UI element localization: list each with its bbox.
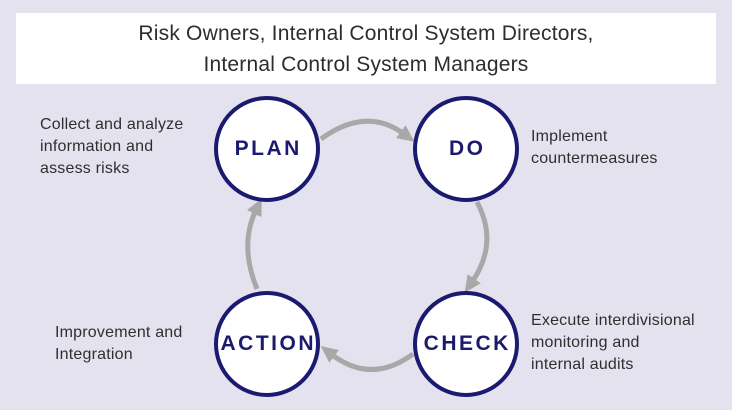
- node-check: CHECK: [413, 291, 519, 397]
- action-description: Improvement and Integration: [55, 324, 183, 363]
- header-box: Risk Owners, Internal Control System Dir…: [16, 13, 716, 84]
- plan-description: Collect and analyze information and asse…: [40, 116, 184, 177]
- arrow-do-to-check: [464, 200, 490, 293]
- header-title-line2: Internal Control System Managers: [203, 52, 529, 76]
- arrow-check-to-action: [320, 346, 415, 372]
- node-check-label: CHECK: [423, 332, 511, 355]
- node-plan-label: PLAN: [234, 137, 302, 160]
- arrow-action-to-plan: [245, 198, 262, 290]
- do-description: Implement countermeasures: [531, 128, 658, 167]
- node-plan: PLAN: [214, 96, 320, 202]
- node-action-label: ACTION: [220, 332, 316, 355]
- node-action: ACTION: [214, 291, 320, 397]
- check-description: Execute interdivisional monitoring and i…: [531, 312, 695, 373]
- node-do-label: DO: [449, 137, 486, 160]
- node-do: DO: [413, 96, 519, 202]
- arrow-plan-to-do: [319, 118, 415, 142]
- header-title-line1: Risk Owners, Internal Control System Dir…: [138, 21, 594, 45]
